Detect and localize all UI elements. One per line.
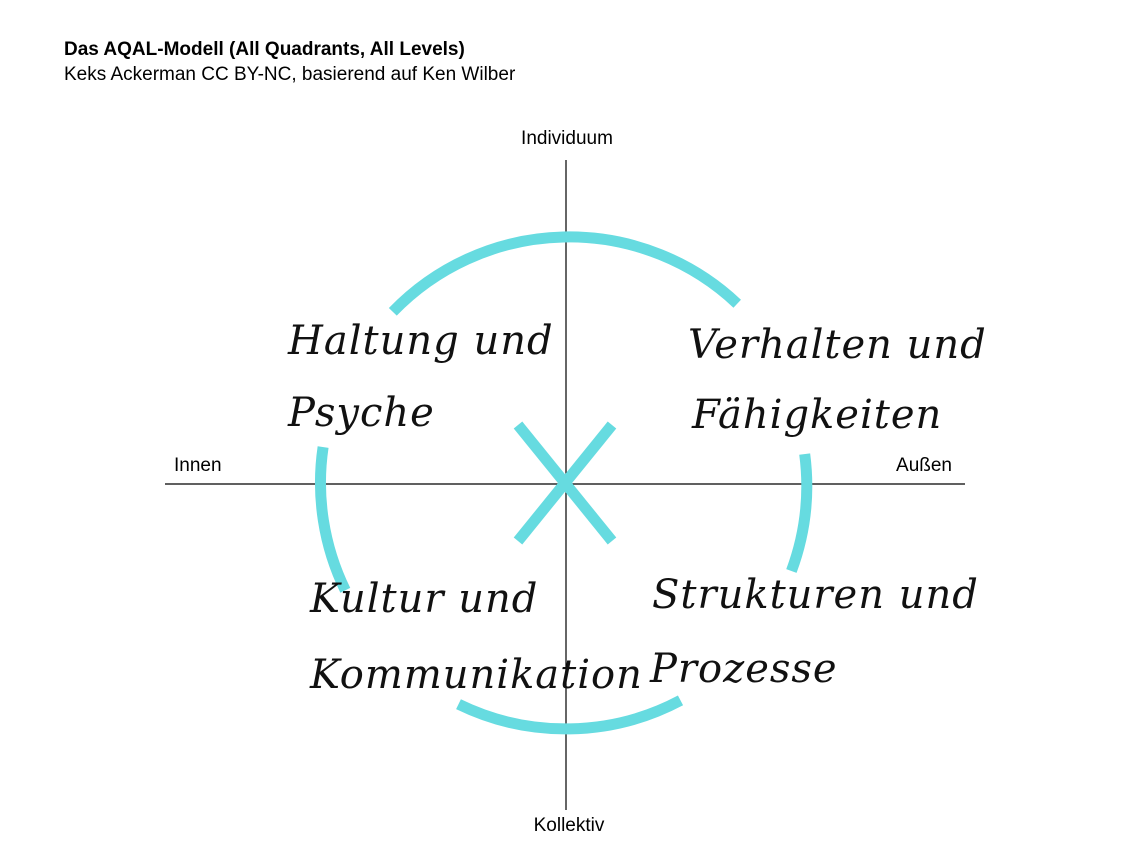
circle-ring — [314, 231, 813, 735]
cross-stroke-2 — [513, 421, 617, 545]
arc-top — [388, 231, 741, 316]
quadrant-upper-left: Haltung und Psyche — [287, 318, 554, 436]
quadrant-lower-left: Kultur und Kommunikation — [309, 576, 643, 698]
axis-label-top: Individuum — [521, 128, 613, 149]
quadrant-lower-right-line2: Prozesse — [649, 646, 838, 692]
quadrant-lower-right: Strukturen und Prozesse — [649, 572, 979, 692]
center-cross — [513, 421, 617, 545]
quadrant-upper-left-line1: Haltung und — [287, 318, 554, 364]
axis-label-left: Innen — [174, 455, 222, 476]
arc-left — [314, 446, 351, 593]
page-subtitle: Keks Ackerman CC BY-NC, basierend auf Ke… — [64, 64, 516, 85]
quadrant-lower-right-line1: Strukturen und — [652, 572, 979, 618]
arc-right — [786, 453, 813, 573]
quadrant-upper-right-line1: Verhalten und — [688, 322, 987, 368]
axis-label-right: Außen — [896, 455, 952, 476]
arc-bottom — [456, 695, 684, 735]
page-title: Das AQAL-Modell (All Quadrants, All Leve… — [64, 39, 465, 60]
quadrant-upper-right: Verhalten und Fähigkeiten — [688, 322, 987, 438]
quadrant-upper-right-line2: Fähigkeiten — [691, 392, 942, 438]
quadrant-upper-left-line2: Psyche — [287, 390, 435, 436]
quadrant-lower-left-line2: Kommunikation — [309, 652, 643, 698]
quadrant-lower-left-line1: Kultur und — [309, 576, 538, 622]
header: Das AQAL-Modell (All Quadrants, All Leve… — [64, 38, 515, 88]
axis-label-bottom: Kollektiv — [534, 815, 605, 836]
